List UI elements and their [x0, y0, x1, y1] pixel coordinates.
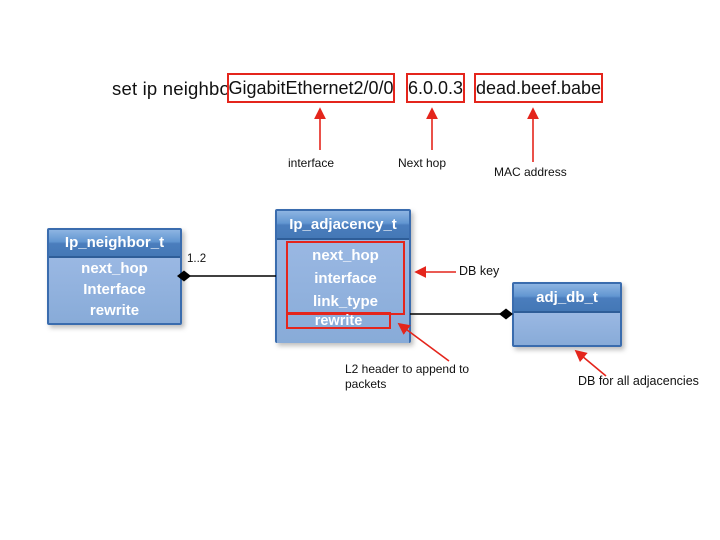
adjdb-end-diamond-icon — [499, 308, 513, 320]
db-for-all-annotation: DB for all adjacencies — [578, 374, 699, 388]
mac-arg-label: MAC address — [494, 165, 567, 179]
entity-ip-neighbor: Ip_neighbor_t next_hop Interface rewrite — [47, 228, 182, 325]
neighbor-field-rewrite: rewrite — [89, 302, 140, 319]
neighbor-field-next-hop: next_hop — [81, 260, 148, 277]
l2-header-annotation: L2 header to append to packets — [345, 362, 470, 391]
entity-ip-neighbor-body: next_hop Interface rewrite — [49, 258, 180, 323]
adjacency-field-link-type: link_type — [312, 293, 379, 310]
entity-adj-db-body — [514, 313, 620, 345]
interface-arg-label: interface — [288, 156, 335, 170]
adjacency-field-interface: interface — [314, 270, 377, 287]
entity-adj-db: adj_db_t — [512, 282, 622, 347]
entity-ip-adjacency-title: Ip_adjacency_t — [277, 211, 409, 240]
entity-ip-neighbor-title: Ip_neighbor_t — [49, 230, 180, 258]
entity-ip-adjacency: Ip_adjacency_t next_hop interface link_t… — [275, 209, 411, 343]
adjacency-field-rewrite-highlight-rect: rewrite — [286, 312, 391, 329]
db-for-all-pointer-arrow-icon — [574, 349, 607, 377]
entity-adj-db-title: adj_db_t — [514, 284, 620, 313]
neighbor-field-interface: Interface — [83, 281, 146, 298]
db-key-annotation: DB key — [459, 264, 500, 278]
command-arg-mac-box: dead.beef.babe — [474, 73, 603, 103]
entity-ip-adjacency-body: next_hop interface link_type rewrite — [277, 240, 409, 343]
command-prefix-text: set ip neighbor — [112, 78, 237, 99]
command-arg-nexthop-box: 6.0.0.3 — [406, 73, 465, 103]
adjacency-db-key-highlight-rect: next_hop interface link_type — [286, 241, 405, 315]
nexthop-arg-label: Next hop — [398, 156, 447, 170]
multiplicity-label: 1..2 — [187, 253, 207, 265]
command-arg-interface-box: GigabitEthernet2/0/0 — [227, 73, 395, 103]
adjacency-field-next-hop: next_hop — [312, 247, 379, 264]
